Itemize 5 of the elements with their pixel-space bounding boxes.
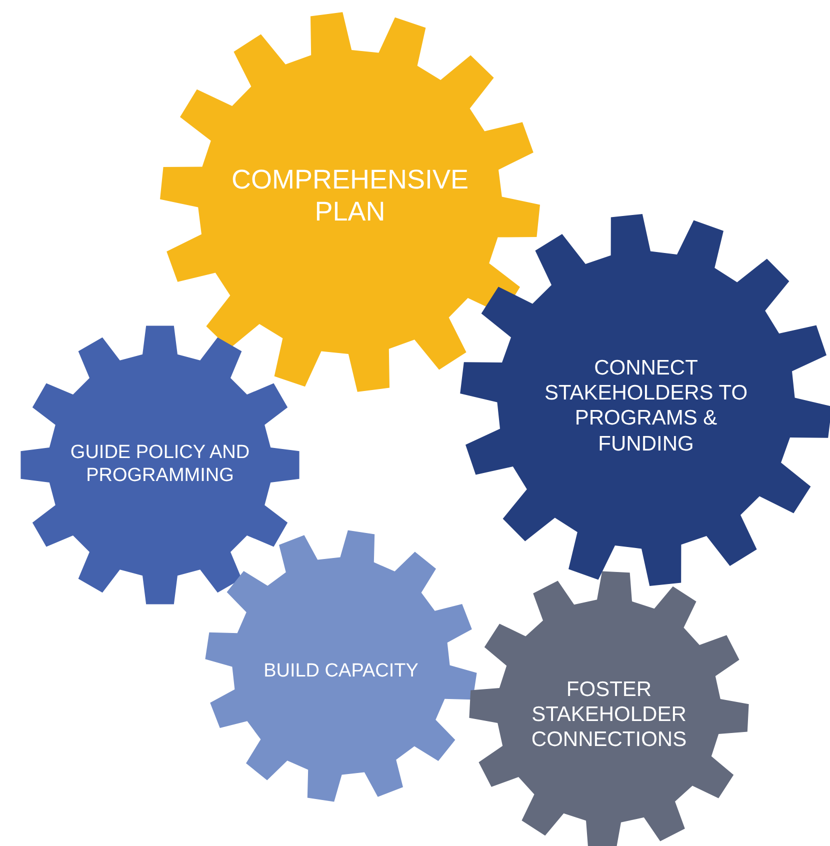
gear-label: FOSTER STAKEHOLDER CONNECTIONS [530, 677, 688, 753]
gear-label: BUILD CAPACITY [262, 660, 420, 684]
gear-label: GUIDE POLICY AND PROGRAMMING [69, 442, 251, 488]
gear-label: CONNECT STAKEHOLDERS TO PROGRAMS & FUNDING [543, 356, 749, 456]
gear-label: COMPREHENSIVE PLAN [230, 164, 470, 228]
